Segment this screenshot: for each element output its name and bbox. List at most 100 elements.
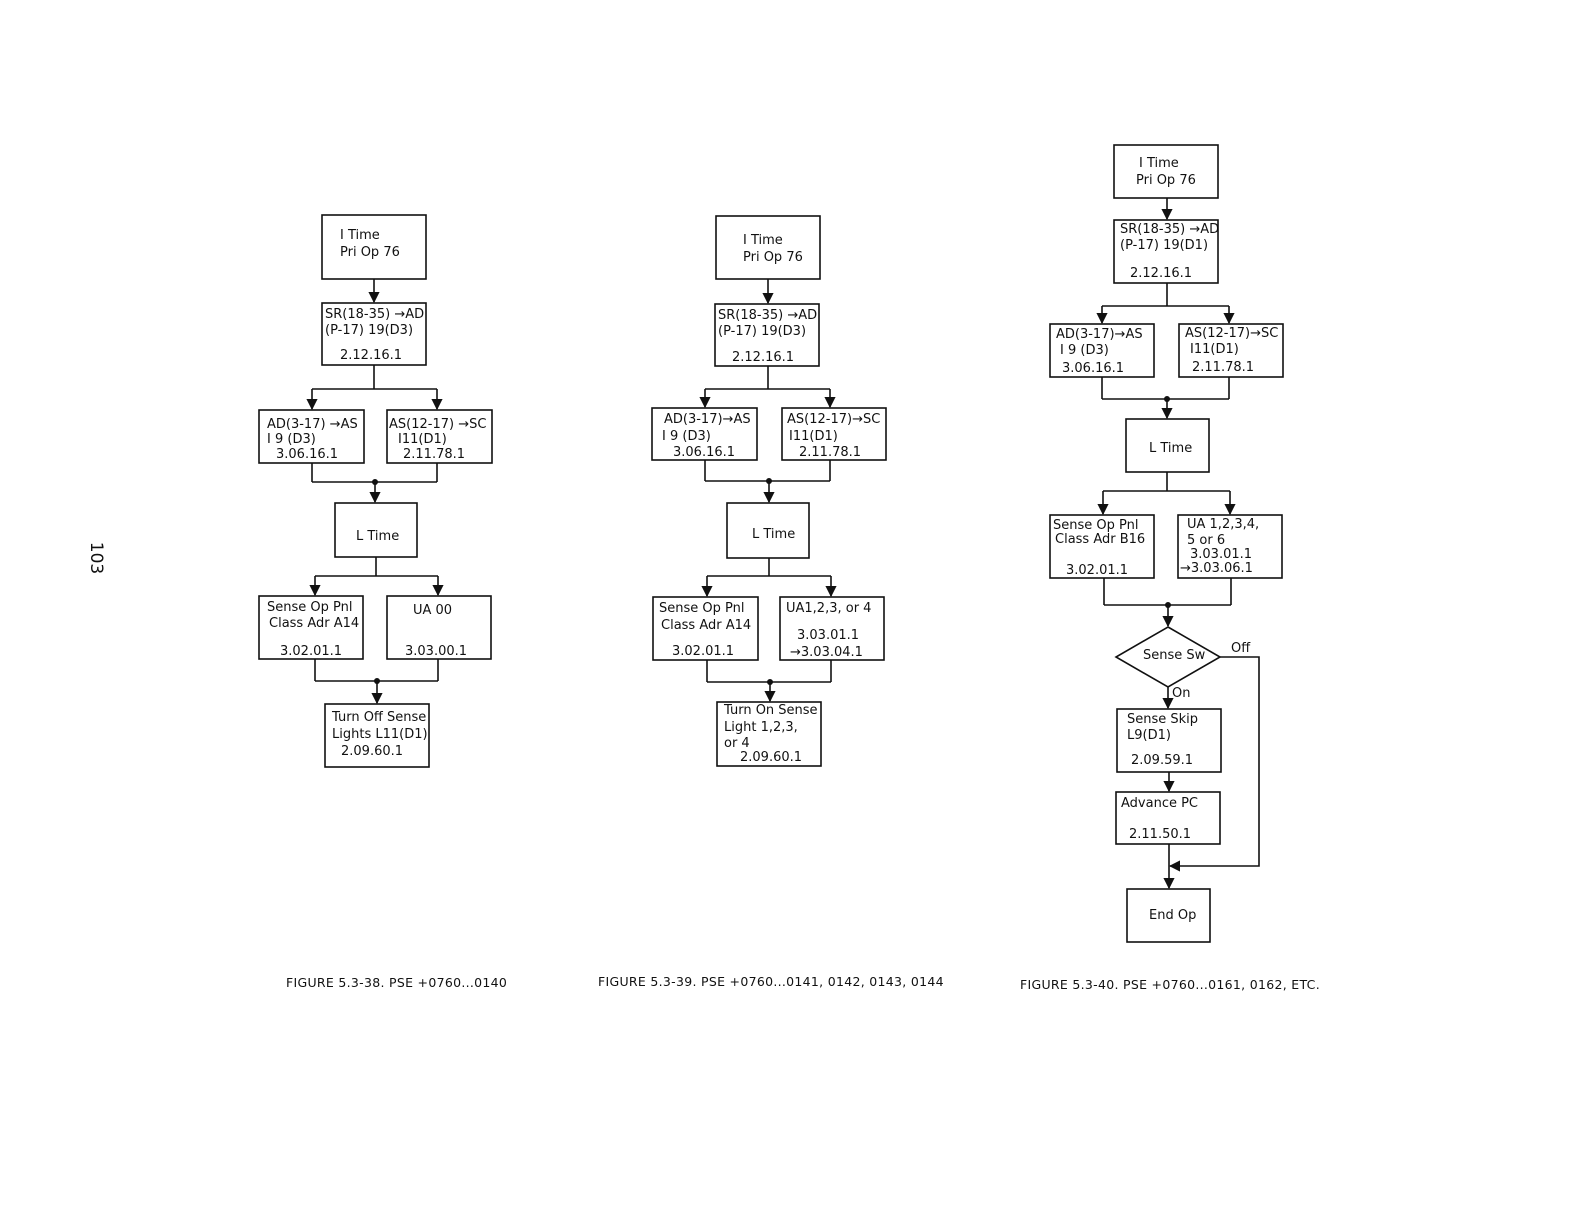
sr-transfer-box: [1113, 219, 1219, 284]
sense-line-3: 3.02.01.1: [1066, 563, 1128, 578]
sense-line-1: Sense Op Pnl: [1053, 518, 1138, 533]
sr-line-1: SR(18-35) →AD: [718, 308, 817, 323]
sense-line-2: Class Adr A14: [661, 618, 751, 633]
ua-line-2: 3.03.01.1: [797, 628, 859, 643]
l-time-label: L Time: [752, 527, 795, 542]
as-line-3: 2.11.78.1: [403, 447, 465, 462]
ua-line-2: 3.03.00.1: [405, 644, 467, 659]
ad-line-3: 3.06.16.1: [276, 447, 338, 462]
ua-line-2: 5 or 6: [1187, 533, 1225, 548]
ad-transfer-box: [651, 407, 758, 461]
sense-skip-box: [1116, 708, 1222, 773]
advance-line-1: Advance PC: [1121, 796, 1198, 811]
as-line-2: I11(D1): [1190, 342, 1239, 357]
final-line-2: Lights L11(D1): [332, 727, 428, 742]
i-time-box: [1113, 144, 1219, 199]
as-line-3: 2.11.78.1: [799, 445, 861, 460]
skip-line-2: L9(D1): [1127, 728, 1171, 743]
figure-caption: FIGURE 5.3-39. PSE +0760...0141, 0142, 0…: [598, 974, 944, 989]
ua-line-1: UA 00: [413, 603, 452, 618]
l-time-box: [1125, 418, 1210, 473]
sense-line-3: 3.02.01.1: [280, 644, 342, 659]
sr-line-1: SR(18-35) →AD: [1120, 222, 1219, 237]
ad-line-3: 3.06.16.1: [673, 445, 735, 460]
figure-caption: FIGURE 5.3-38. PSE +0760...0140: [286, 975, 507, 990]
sr-line-3: 2.12.16.1: [340, 348, 402, 363]
figure-caption: FIGURE 5.3-40. PSE +0760...0161, 0162, E…: [1020, 977, 1320, 992]
ad-line-3: 3.06.16.1: [1062, 361, 1124, 376]
sr-line-3: 2.12.16.1: [732, 350, 794, 365]
sense-line-3: 3.02.01.1: [672, 644, 734, 659]
as-line-1: AS(12-17)→SC: [787, 412, 880, 427]
sense-line-2: Class Adr B16: [1055, 532, 1145, 547]
as-line-2: I11(D1): [789, 429, 838, 444]
sense-line-1: Sense Op Pnl: [659, 601, 744, 616]
ua-line-3: →3.03.04.1: [790, 645, 863, 660]
l-time-label: L Time: [1149, 441, 1192, 456]
sr-line-2: (P-17) 19(D1): [1120, 238, 1208, 253]
l-time-box: [726, 502, 810, 559]
sense-op-pnl-box: [258, 595, 364, 660]
svg-text:AD(3-17)→ASI 9 (D3)3.06.16.1: AD(3-17)→ASI 9 (D3)3.06.16.1: [1056, 327, 1143, 376]
sense-op-pnl-box: [652, 596, 759, 661]
sense-line-2: Class Adr A14: [269, 616, 359, 631]
page-number: 103: [86, 542, 106, 574]
on-branch-label: On: [1172, 686, 1190, 701]
svg-text:UA 1,2,3,4,5 or 63.03.01.1→3.0: UA 1,2,3,4,5 or 63.03.01.1→3.03.06.1: [1180, 517, 1259, 576]
final-action-box: [716, 701, 822, 767]
sense-line-1: Sense Op Pnl: [267, 600, 352, 615]
end-op-label: End Op: [1149, 908, 1196, 923]
as-line-3: 2.11.78.1: [1192, 360, 1254, 375]
ua-line-1: UA 1,2,3,4,: [1187, 517, 1259, 532]
ua-box: [386, 595, 492, 660]
decision-label: Sense Sw: [1143, 648, 1206, 663]
final-line-3: or 4: [724, 736, 750, 751]
final-line-2: Light 1,2,3,: [724, 720, 798, 735]
ua-line-3: 3.03.01.1: [1190, 547, 1252, 562]
as-transfer-box: [781, 407, 887, 461]
ua-box: [1177, 514, 1283, 579]
final-line-4: 2.09.60.1: [740, 750, 802, 765]
i-time-line-1: I Time: [340, 228, 380, 243]
advance-pc-box: [1115, 791, 1221, 845]
ua-line-1: UA1,2,3, or 4: [786, 601, 871, 616]
svg-text:SR(18-35) →AD(P-17) 19(D1)2.12: SR(18-35) →AD(P-17) 19(D1) 2.12.16.1: [1120, 222, 1219, 281]
sr-line-2: (P-17) 19(D3): [325, 323, 413, 338]
ad-line-2: I 9 (D3): [1060, 343, 1109, 358]
final-line-3: 2.09.60.1: [341, 744, 403, 759]
svg-text:AD(3-17) →ASI 9 (D3)3.06.16.1: AD(3-17) →ASI 9 (D3)3.06.16.1: [267, 417, 358, 462]
as-line-1: AS(12-17)→SC: [1185, 326, 1278, 341]
as-transfer-box: [1178, 323, 1284, 378]
sr-line-1: SR(18-35) →AD: [325, 307, 424, 322]
svg-text:Advance PC2.11.50.1: Advance PC2.11.50.1: [1121, 796, 1198, 842]
sr-line-2: (P-17) 19(D3): [718, 324, 806, 339]
sr-line-3: 2.12.16.1: [1130, 266, 1192, 281]
svg-text:UA 003.03.00.1: UA 00 3.03.00.1: [405, 603, 467, 659]
i-time-line-2: Pri Op 76: [340, 245, 400, 260]
ua-line-4: →3.03.06.1: [1180, 561, 1253, 576]
sr-transfer-box: [714, 303, 820, 367]
ua-box: [779, 596, 885, 661]
svg-text:UA1,2,3, or 43.03.01.1→3.03.04: UA1,2,3, or 4 3.03.01.1 →3.03.04.1: [786, 601, 871, 660]
ad-line-1: AD(3-17)→AS: [664, 412, 751, 427]
ad-transfer-box: [1049, 323, 1155, 378]
i-time-line-2: Pri Op 76: [1136, 173, 1196, 188]
svg-text:AD(3-17)→ASI 9 (D3)3.06.16.1: AD(3-17)→ASI 9 (D3)3.06.16.1: [662, 412, 751, 460]
skip-line-3: 2.09.59.1: [1131, 753, 1193, 768]
off-branch-label: Off: [1231, 641, 1251, 656]
as-transfer-box: [386, 409, 493, 464]
i-time-line-1: I Time: [1139, 156, 1179, 171]
